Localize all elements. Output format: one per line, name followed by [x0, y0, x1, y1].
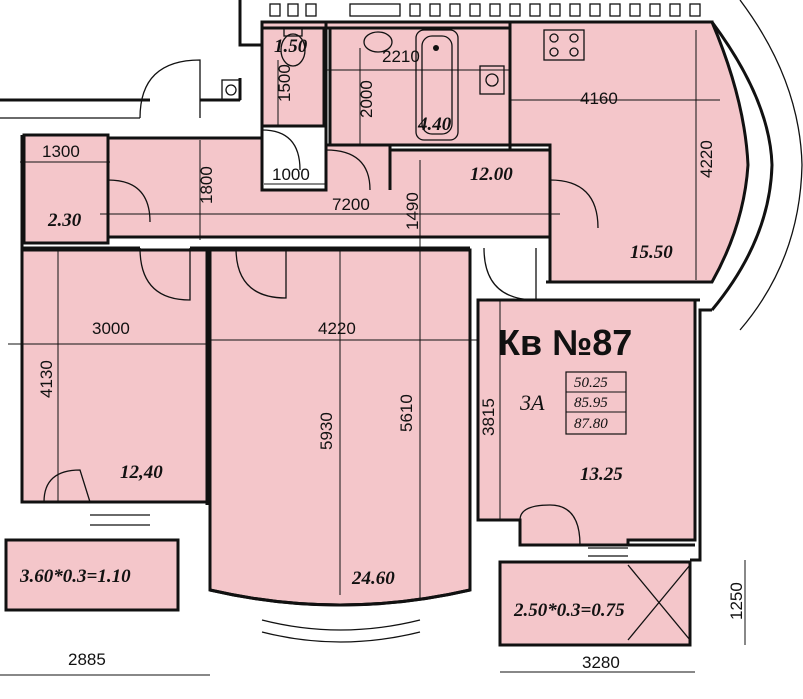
area-labels: 1.50 4.40 12.00 15.50 2.30 12,40 24.60 1…: [19, 36, 673, 621]
sink-icon: [363, 31, 393, 53]
dim-2210: 2210: [382, 47, 420, 66]
area-balcony-right: 2.50*0.3=0.75: [513, 600, 625, 621]
rooms-count: 3А: [519, 390, 545, 415]
dim-7200: 7200: [332, 195, 370, 214]
dim-3815: 3815: [479, 398, 498, 436]
dimension-labels: 2210 1500 2000 4160 4220 1300 1000 1800 …: [37, 47, 746, 672]
doors: [43, 129, 599, 546]
dim-4220: 4220: [318, 319, 356, 338]
dim-1490: 1490: [403, 192, 422, 230]
stove-icon: [543, 29, 585, 61]
dim-2000: 2000: [357, 80, 376, 118]
room-hall: [106, 136, 552, 239]
dim-4220-kitchen: 4220: [697, 140, 716, 178]
area-total-value: 85.95: [574, 395, 608, 411]
dim-4160: 4160: [580, 89, 618, 108]
area-total-balcony-value: 87.80: [574, 416, 608, 432]
top-window-row: [269, 3, 701, 17]
area-balcony-left: 3.60*0.3=1.10: [19, 566, 131, 587]
area-bathroom-small: 1.50: [274, 36, 308, 57]
dim-1500: 1500: [275, 64, 294, 102]
area-bedroom-left: 12,40: [120, 462, 163, 483]
area-kitchen: 15.50: [630, 242, 673, 263]
dim-5930: 5930: [317, 412, 336, 450]
area-table: [565, 371, 627, 435]
area-hall: 12.00: [470, 164, 513, 185]
fixtures: [280, 27, 585, 141]
kitchen-sink-icon: [479, 65, 505, 95]
dim-3280: 3280: [582, 653, 620, 672]
dim-1000: 1000: [272, 165, 310, 184]
apartment-title: Кв №87: [498, 322, 632, 363]
apartment-info: Кв №87 3А 50.25 85.95 87.80: [498, 322, 632, 435]
toilet-icon: [280, 33, 306, 67]
area-storage: 2.30: [47, 210, 82, 231]
dim-5610: 5610: [397, 394, 416, 432]
bathtub-icon: [415, 29, 459, 141]
dim-3000: 3000: [92, 319, 130, 338]
dim-1250: 1250: [727, 582, 746, 620]
area-bath: 4.40: [417, 114, 452, 135]
dim-4130: 4130: [37, 360, 56, 398]
dim-1800: 1800: [197, 166, 216, 204]
dim-2885: 2885: [68, 650, 106, 669]
dim-1300: 1300: [42, 142, 80, 161]
area-bedroom-right: 13.25: [580, 464, 623, 485]
dimension-lines: [0, 30, 746, 676]
area-living-value: 50.25: [574, 375, 608, 391]
walls: [0, 0, 803, 647]
area-living: 24.60: [351, 568, 395, 589]
room-kitchen: [508, 20, 750, 284]
